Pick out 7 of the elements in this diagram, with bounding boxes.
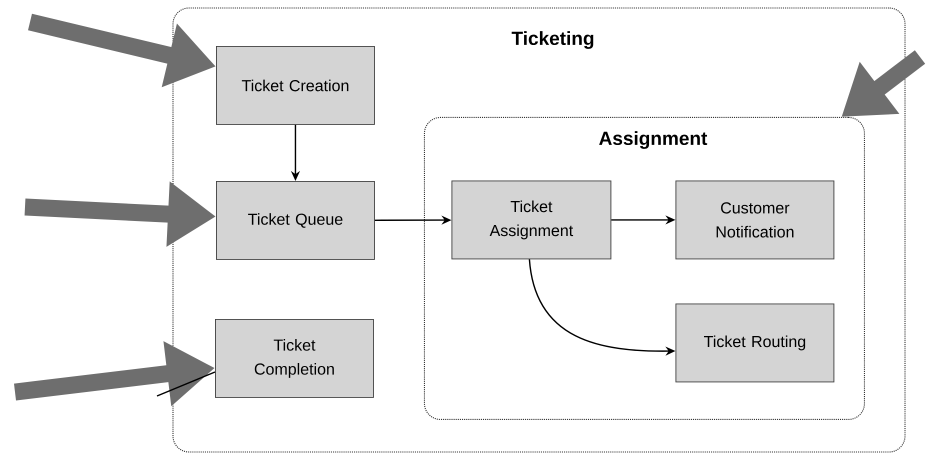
process-box: Ticket Routing [675, 303, 834, 382]
process-box: Customer Notification [675, 180, 834, 260]
process-box: Ticket Queue [216, 181, 375, 260]
process-box: Ticket Completion [215, 319, 374, 398]
connector-line [156, 371, 216, 397]
process-box: Ticket Creation [216, 46, 375, 125]
process-box: Ticket Assignment [451, 180, 612, 260]
